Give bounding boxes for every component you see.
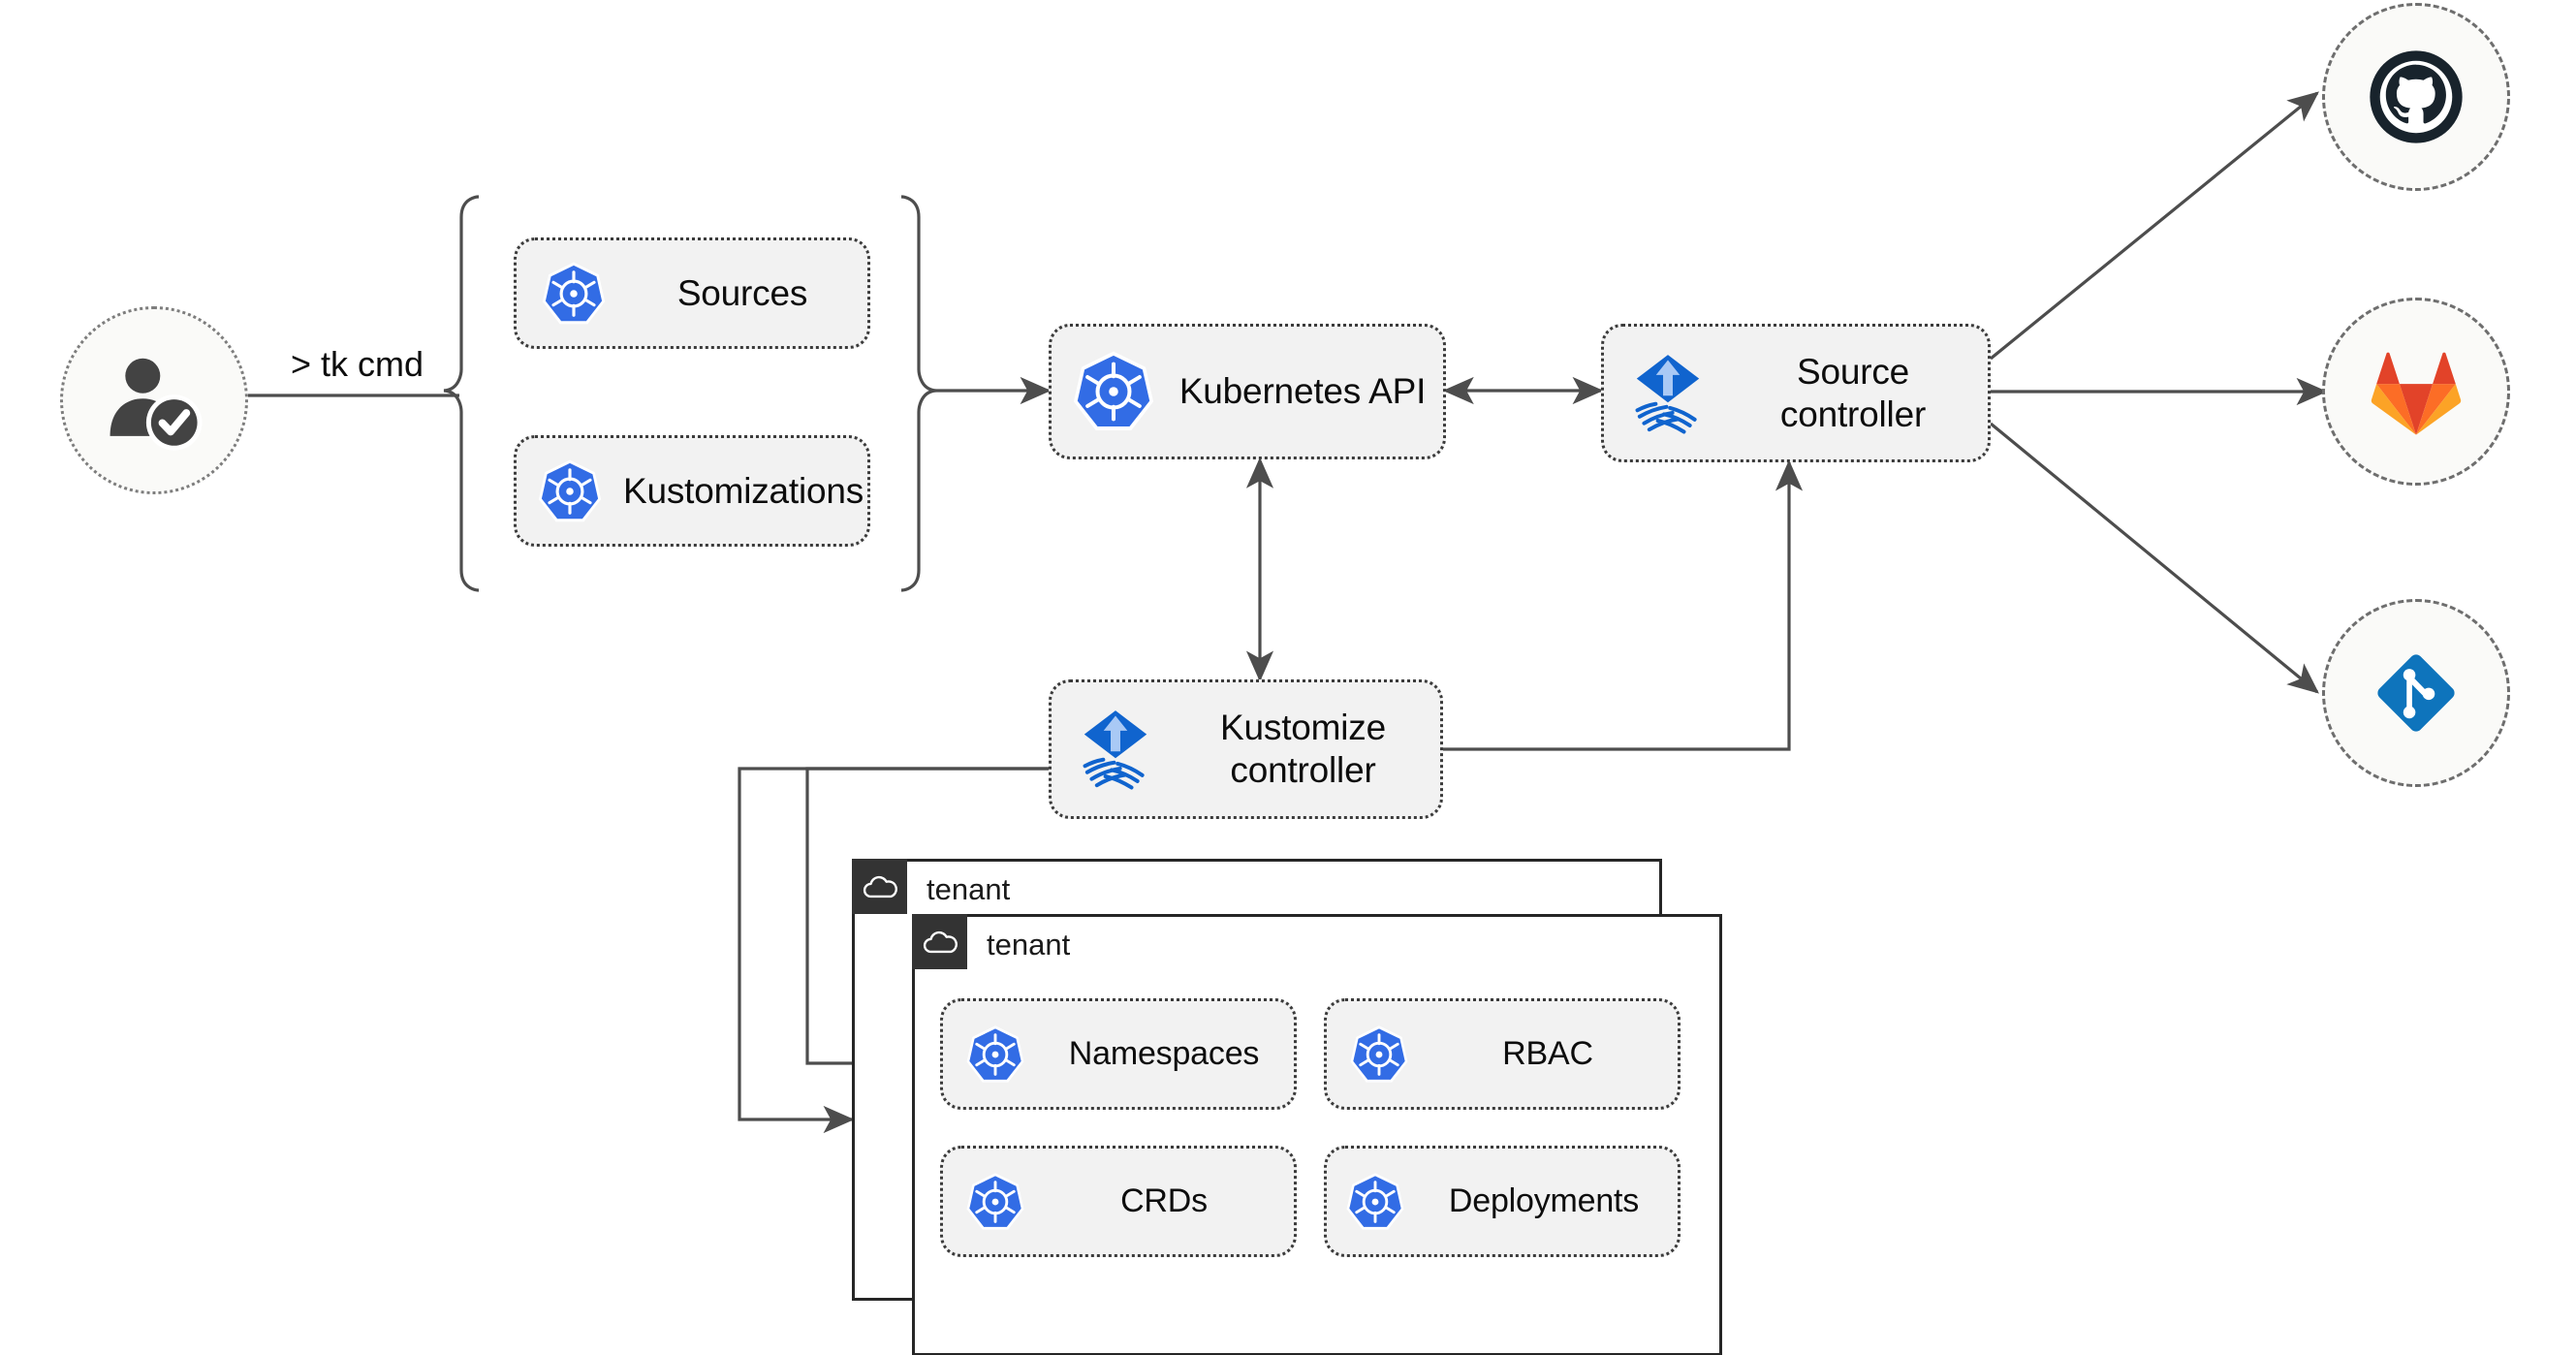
github-icon xyxy=(2370,50,2463,143)
cloud-icon xyxy=(912,914,967,969)
controller-label-line-2: controller xyxy=(1779,394,1927,434)
controller-label-line-1: Kustomize xyxy=(1220,708,1386,748)
cloud-icon xyxy=(852,859,907,914)
manifest-label: Sources xyxy=(676,272,808,313)
manifest-brace-right xyxy=(900,195,937,592)
manifest-label: Kustomizations xyxy=(623,470,864,511)
tenant-header: tenant xyxy=(912,914,1719,972)
tenant-resource-label: CRDs xyxy=(1120,1182,1208,1220)
git-provider-gitlab[interactable] xyxy=(2322,298,2510,486)
controller-label-line-1: Source xyxy=(1796,351,1910,392)
kubernetes-icon xyxy=(1327,1170,1424,1234)
flux-icon xyxy=(1052,705,1179,794)
kubernetes-icon xyxy=(517,457,623,526)
tenant-resource-namespaces[interactable]: Namespaces xyxy=(940,998,1297,1110)
tenant-resource-label: Namespaces xyxy=(1068,1035,1260,1073)
tenant-container-2: tenant xyxy=(912,914,1722,1355)
source-controller-label: Source controller xyxy=(1732,351,1988,435)
kubernetes-icon xyxy=(943,1023,1048,1087)
tenant-resource-rbac[interactable]: RBAC xyxy=(1324,998,1681,1110)
tenant-resource-label: RBAC xyxy=(1502,1035,1593,1073)
edge-source-to-github xyxy=(1989,91,2319,361)
tenant-resource-deployments[interactable]: Deployments xyxy=(1324,1146,1681,1257)
kubernetes-icon xyxy=(1327,1023,1431,1087)
edge-kustomize-to-source xyxy=(1443,459,1804,751)
git-provider-git[interactable] xyxy=(2322,599,2510,787)
tenant-title: tenant xyxy=(927,871,1011,906)
command-label: > tk cmd xyxy=(291,344,424,384)
gitlab-icon xyxy=(2371,352,2462,435)
kustomize-controller-label: Kustomize controller xyxy=(1179,707,1440,791)
tenant-resource-label: Deployments xyxy=(1448,1182,1640,1220)
kubernetes-api-node[interactable]: Kubernetes API xyxy=(1049,324,1446,459)
manifest-brace-left xyxy=(443,195,480,592)
kubernetes-api-label: Kubernetes API xyxy=(1178,371,1427,412)
user-verified-icon xyxy=(110,358,203,451)
flux-icon xyxy=(1604,349,1732,438)
kubernetes-icon xyxy=(517,259,631,329)
git-icon xyxy=(2377,654,2455,732)
manifest-card-kustomizations[interactable]: Kustomizations xyxy=(514,435,870,547)
kubernetes-icon xyxy=(1052,347,1176,436)
controller-label-line-2: controller xyxy=(1230,750,1376,790)
kustomize-controller-node[interactable]: Kustomize controller xyxy=(1049,679,1443,819)
tenant-title: tenant xyxy=(987,927,1071,961)
manifest-card-sources[interactable]: Sources xyxy=(514,237,870,349)
edge-source-to-git xyxy=(1989,422,2319,694)
tenant-header: tenant xyxy=(852,859,1659,917)
user-node xyxy=(60,306,248,494)
kubernetes-icon xyxy=(943,1170,1048,1234)
source-controller-node[interactable]: Source controller xyxy=(1601,324,1991,462)
tenant-resource-crds[interactable]: CRDs xyxy=(940,1146,1297,1257)
git-provider-github[interactable] xyxy=(2322,3,2510,191)
